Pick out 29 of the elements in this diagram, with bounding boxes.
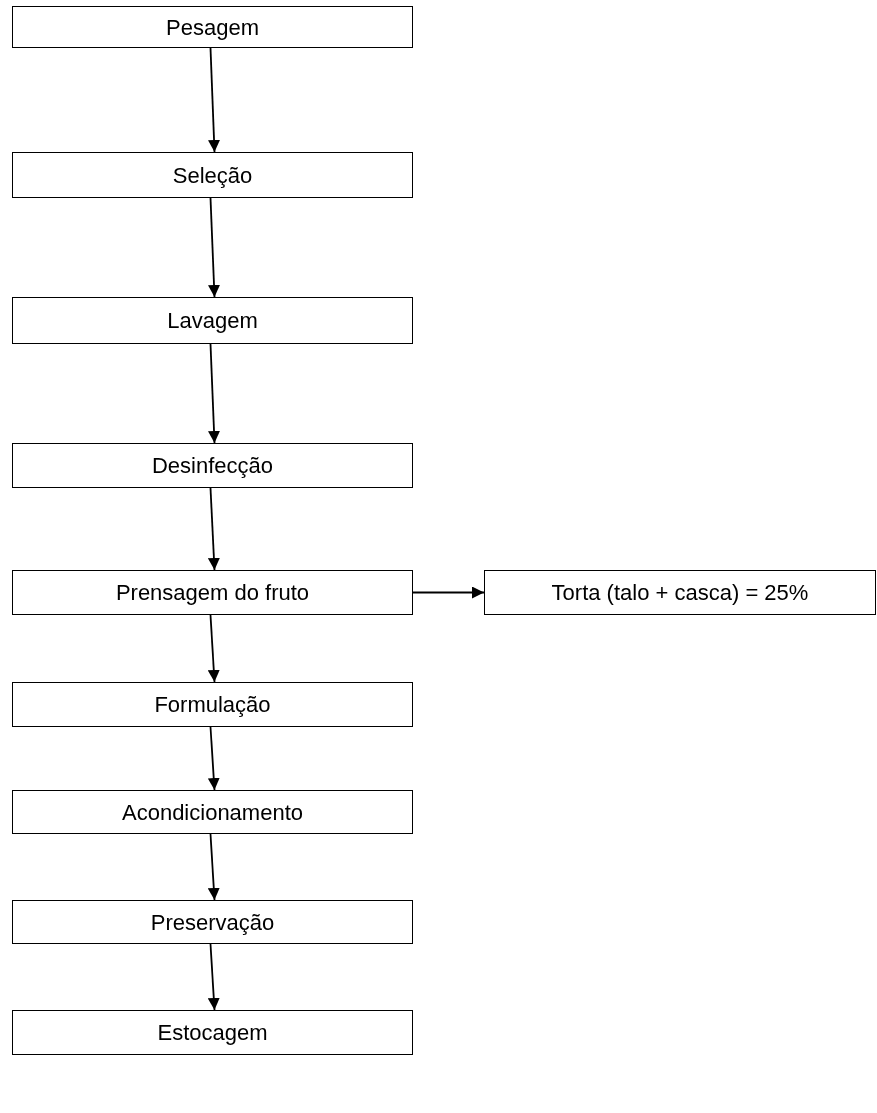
step-label: Preservação: [150, 908, 275, 937]
arrow: [208, 197, 220, 298]
step-label: Formulação: [154, 691, 271, 719]
arrow: [207, 943, 220, 1011]
arrow: [412, 586, 485, 599]
step-label: Desinfecção: [151, 452, 274, 480]
process-box: [12, 682, 413, 727]
step-label: Torta (talo + casca) = 25%: [551, 579, 809, 607]
step-label: Pesagem: [166, 13, 259, 42]
arrow: [207, 487, 220, 571]
step-label: Seleção: [172, 161, 253, 190]
process-box: [12, 6, 413, 48]
process-box: [12, 297, 413, 344]
arrow: [207, 833, 220, 901]
process-box: [12, 900, 413, 944]
process-box: [12, 152, 413, 198]
arrow: [208, 47, 221, 153]
process-box: [12, 1010, 413, 1055]
step-label: Prensagem do fruto: [115, 579, 310, 607]
arrow: [208, 343, 220, 444]
process-box: [12, 570, 413, 615]
step-label: Lavagem: [167, 307, 258, 335]
arrow: [207, 726, 220, 791]
step-label: Estocagem: [157, 1019, 268, 1047]
process-box: [484, 570, 876, 615]
arrow: [207, 614, 220, 683]
process-box: [12, 790, 413, 834]
step-label: Acondicionamento: [122, 798, 303, 827]
process-box: [12, 443, 413, 488]
